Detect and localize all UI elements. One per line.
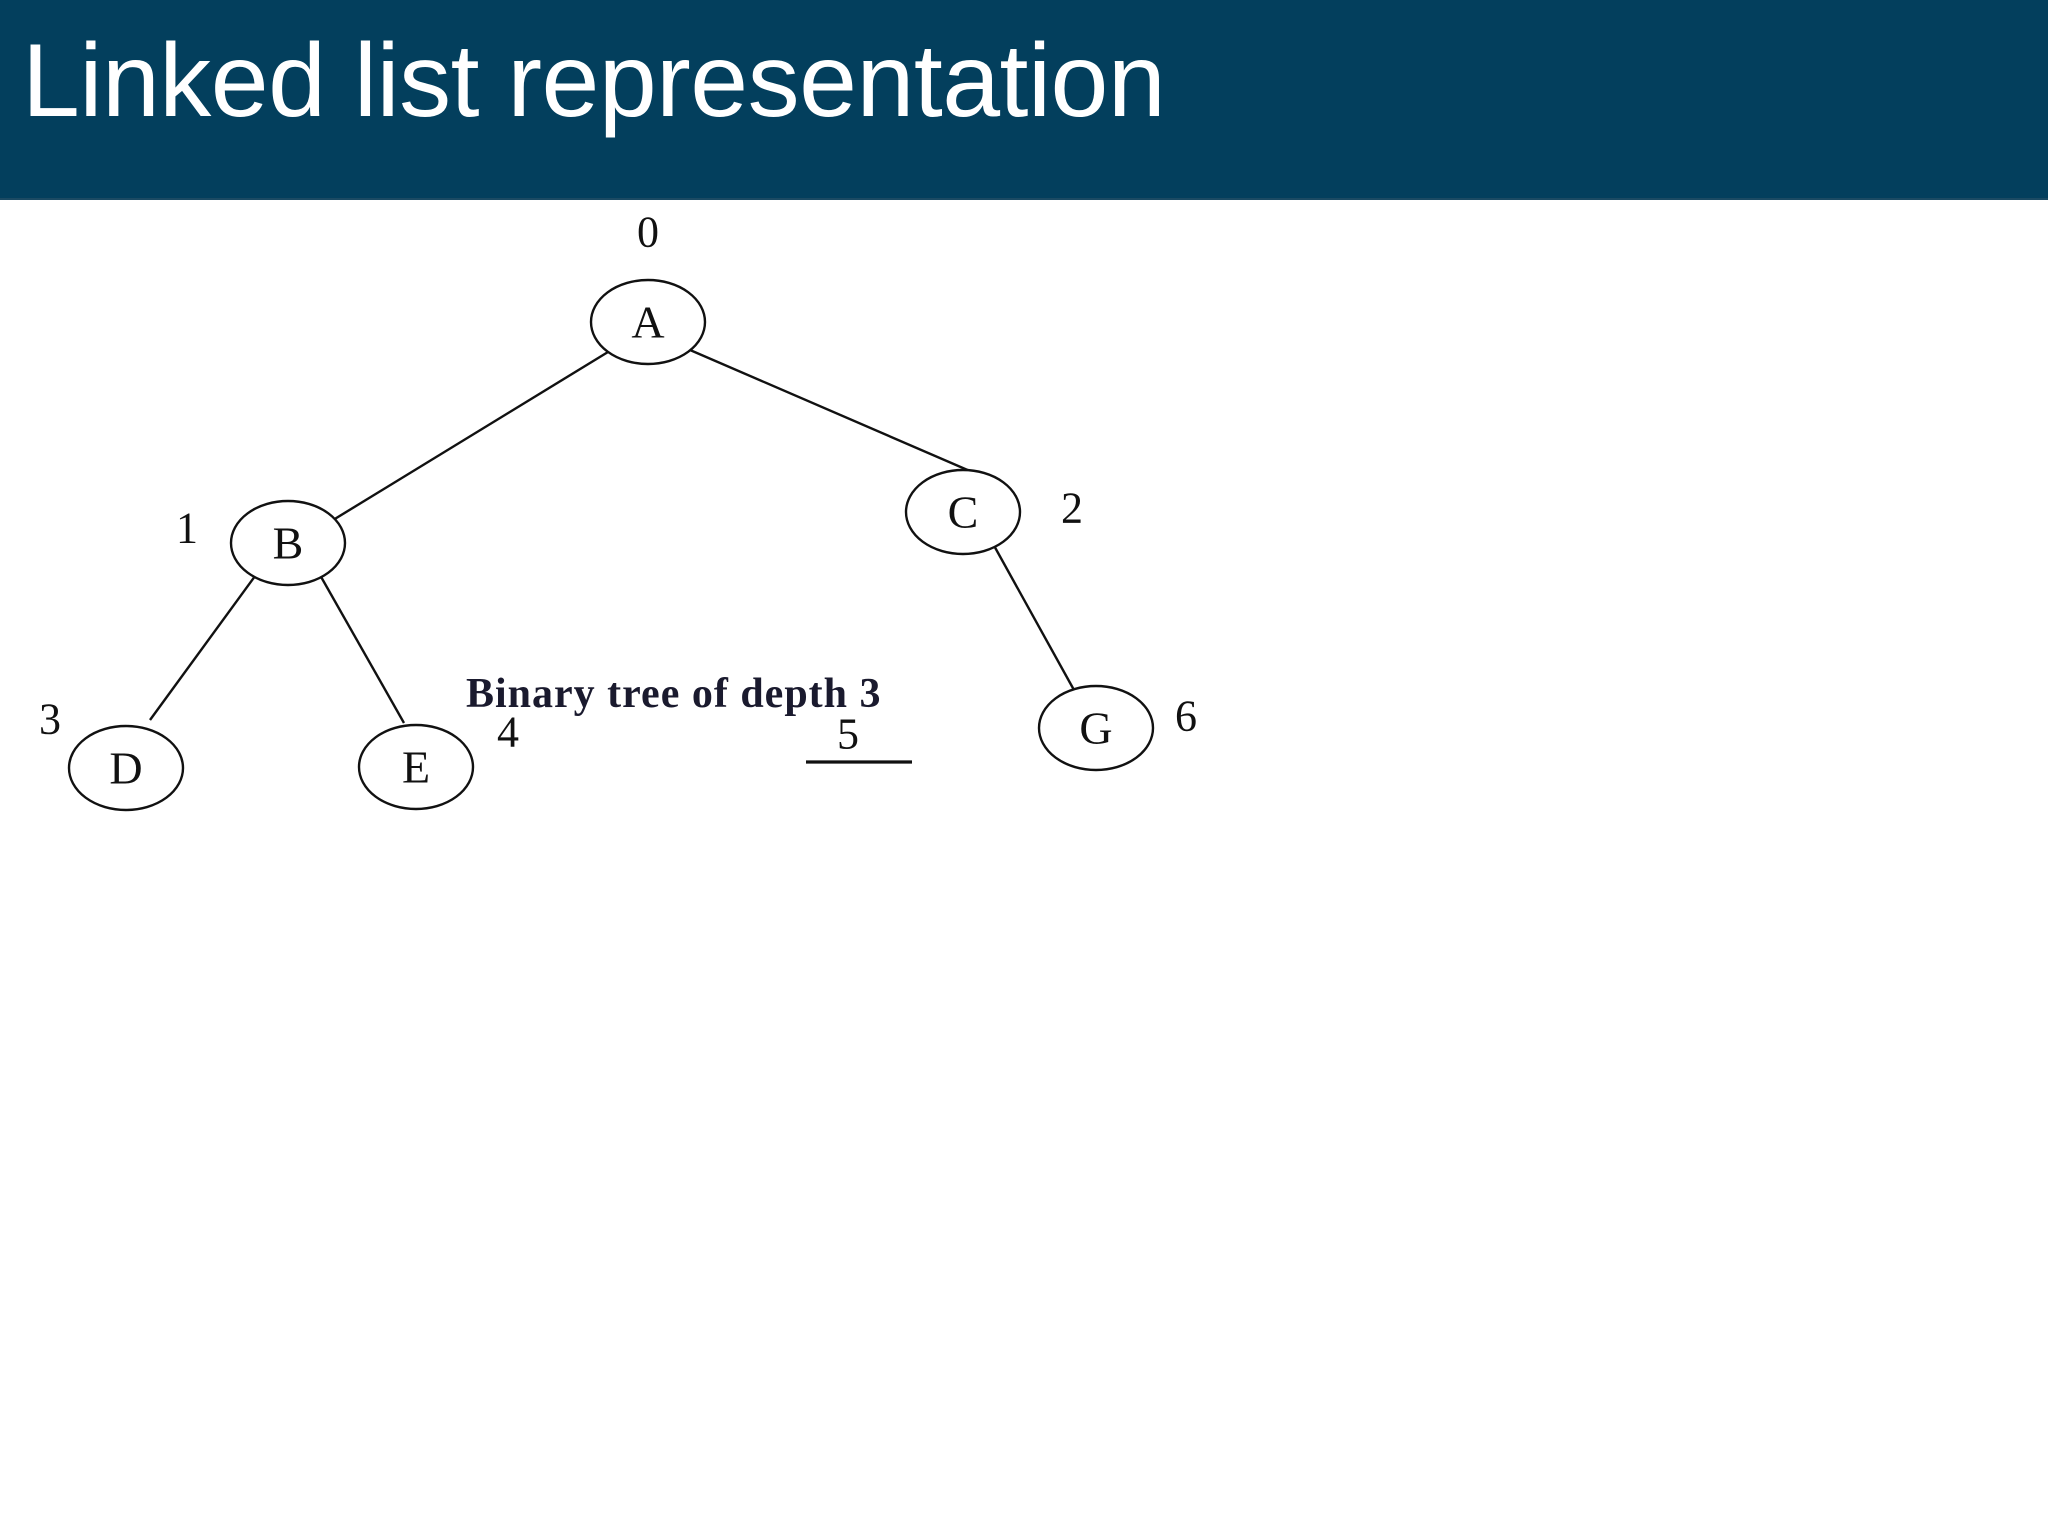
tree-node-circle-a [589, 278, 707, 366]
tree-node-label-a: A [631, 296, 665, 348]
page-title: Linked list representation [22, 23, 1166, 139]
tree-node-index-6: 6 [1175, 691, 1197, 741]
tree-node-circle-d [67, 724, 185, 812]
tree-node-index-1: 1 [176, 503, 198, 553]
diagram-vector-layer [67, 278, 1155, 812]
binary-tree-nodes [67, 278, 1155, 812]
tree-node-label-c: C [947, 486, 979, 538]
slide-header-bar: Linked list representation [0, 0, 2048, 200]
tree-node-circle-c [904, 468, 1022, 556]
tree-node-circle-b [229, 499, 347, 587]
tree-edge-a-c [689, 348, 1001, 486]
tree-node-label-d: D [109, 742, 143, 794]
tree-node-index-4: 4 [497, 707, 519, 757]
tree-node-index-2: 2 [1061, 483, 1083, 533]
tree-node-circle-e [357, 723, 475, 811]
tree-edge-b-d [149, 571, 259, 721]
tree-node-index-5: 5 [837, 709, 859, 759]
tree-node-label-b: B [272, 517, 304, 569]
tree-node-index-3: 3 [39, 694, 61, 744]
tree-node-label-e: E [401, 741, 431, 793]
tree-node-label-g: G [1079, 702, 1113, 754]
header-divider [0, 198, 2048, 200]
tree-node-index-0: 0 [637, 207, 659, 257]
binary-tree-caption: Binary tree of depth 3 [466, 671, 882, 717]
tree-edge-b-e [318, 574, 406, 724]
tree-node-circle-g [1037, 684, 1155, 772]
tree-edge-c-g [990, 541, 1076, 691]
